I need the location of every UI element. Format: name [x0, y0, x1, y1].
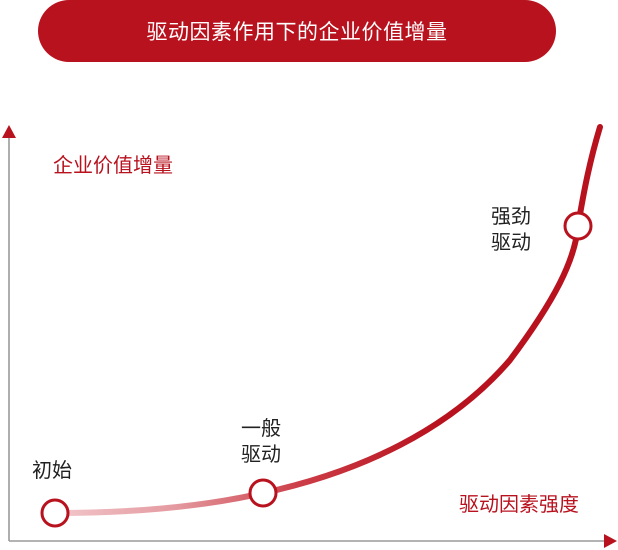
stage-label-strong-line-1: 强劲: [491, 204, 531, 228]
x-axis-arrow: [604, 534, 617, 548]
diagram-title: 驱动因素作用下的企业价值增量: [146, 20, 448, 44]
y-axis-label: 企业价值增量: [53, 153, 173, 177]
stage-label-initial: 初始: [32, 457, 72, 483]
marker-strong: [563, 211, 593, 241]
stage-label-general-line-1: 一般: [241, 416, 281, 440]
marker-general: [248, 478, 278, 508]
growth-curve: [52, 124, 603, 516]
marker-initial: [40, 498, 70, 528]
stage-label-initial-line-1: 初始: [32, 458, 72, 482]
y-axis-arrow: [2, 125, 16, 138]
title-banner: 驱动因素作用下的企业价值增量: [38, 0, 556, 62]
stage-label-general-line-2: 驱动: [241, 442, 281, 466]
stage-label-strong-line-2: 驱动: [491, 230, 531, 254]
x-axis-label: 驱动因素强度: [459, 492, 579, 516]
stage-label-strong: 强劲 驱动: [491, 203, 531, 255]
stage-label-general: 一般 驱动: [241, 415, 281, 467]
